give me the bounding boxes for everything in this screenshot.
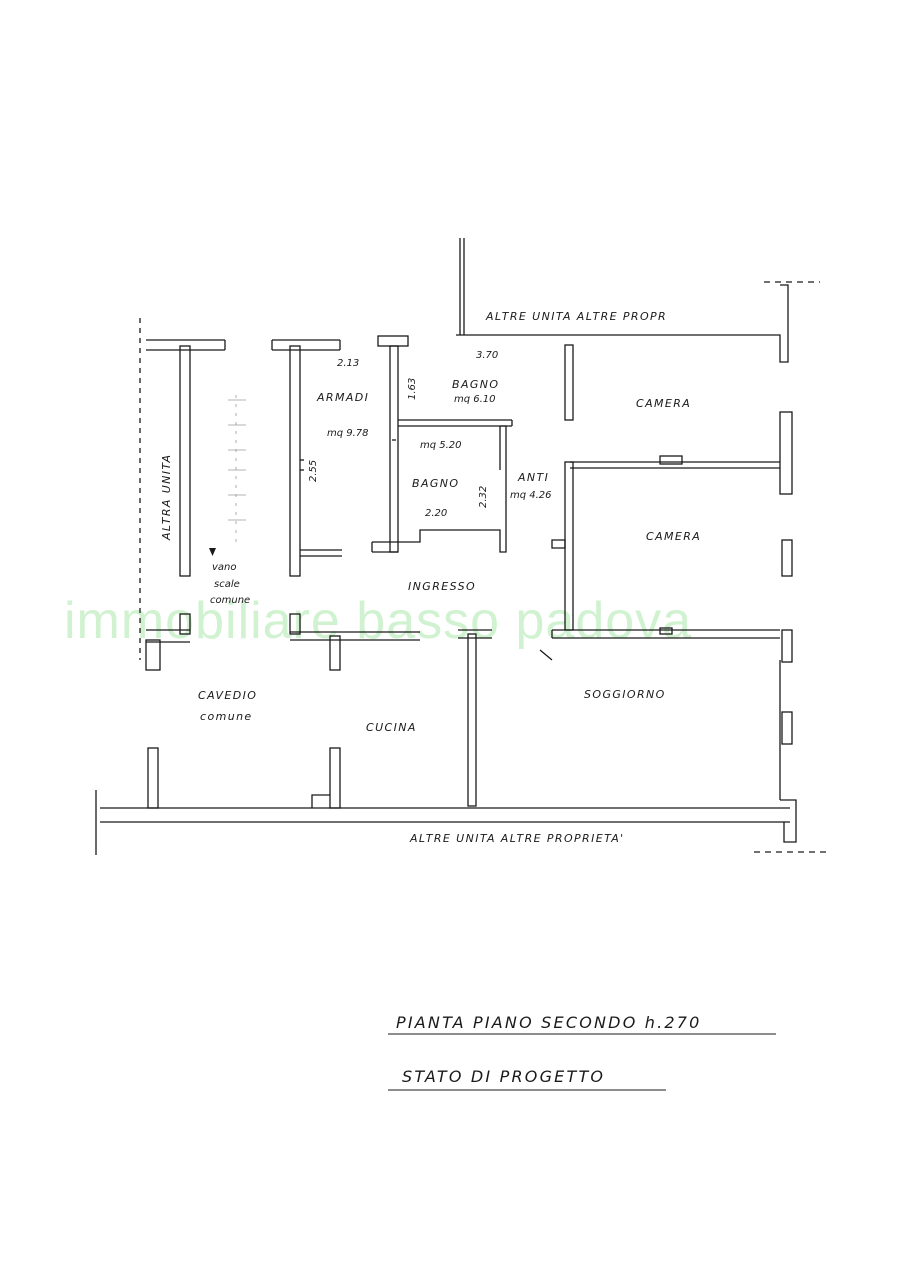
dim-bagno-width: 3.70 (476, 350, 498, 361)
room-labels: ALTRE UNITA ALTRE PROPR ALTRE UNITA ALTR… (160, 310, 701, 845)
room-soggiorno-name: SOGGIORNO (584, 688, 666, 701)
room-anti-name: ANTI (517, 471, 549, 484)
label-altra-unita-left: ALTRA UNITA (160, 454, 173, 541)
room-armadi-area: mq 9.78 (327, 428, 369, 439)
room-cavedio-name2: comune (200, 710, 253, 723)
title-block: PIANTA PIANO SECONDO h.270 STATO DI PROG… (388, 1013, 776, 1091)
room-bagno2-area: mq 5.20 (420, 440, 462, 451)
label-altre-unita-bottom: ALTRE UNITA ALTRE PROPRIETA' (409, 832, 625, 845)
plan-subtitle: STATO DI PROGETTO (402, 1067, 605, 1086)
label-altre-unita-top: ALTRE UNITA ALTRE PROPR (485, 310, 667, 323)
plan-title: PIANTA PIANO SECONDO h.270 (396, 1013, 702, 1032)
room-cavedio-name: CAVEDIO (198, 689, 257, 702)
stair-line2: scale (214, 579, 240, 590)
watermark: immobiliare basso padova (64, 592, 692, 650)
room-bagno1-name: BAGNO (452, 378, 499, 391)
stair-arrow-icon (209, 548, 216, 556)
room-armadi-name: ARMADI (316, 391, 369, 404)
room-bagno1-area: mq 6.10 (454, 394, 496, 405)
room-anti-area: mq 4.26 (510, 490, 552, 501)
walls (95, 238, 826, 855)
dim-armadi-height: 2.55 (308, 460, 319, 482)
room-ingresso-name: INGRESSO (408, 580, 476, 593)
dim-bagno-height: 1.63 (407, 378, 418, 400)
stair-line1: vano (212, 562, 237, 573)
room-bagno2-name: BAGNO (412, 477, 459, 490)
dim-bagno2-height: 2.32 (478, 486, 489, 508)
dim-armadi-width: 2.13 (337, 358, 359, 369)
stair-line3: comune (210, 595, 250, 606)
room-camera1-name: CAMERA (636, 397, 691, 410)
room-cucina-name: CUCINA (366, 721, 417, 734)
dim-bagno2-width: 2.20 (425, 508, 447, 519)
room-camera2-name: CAMERA (646, 530, 701, 543)
